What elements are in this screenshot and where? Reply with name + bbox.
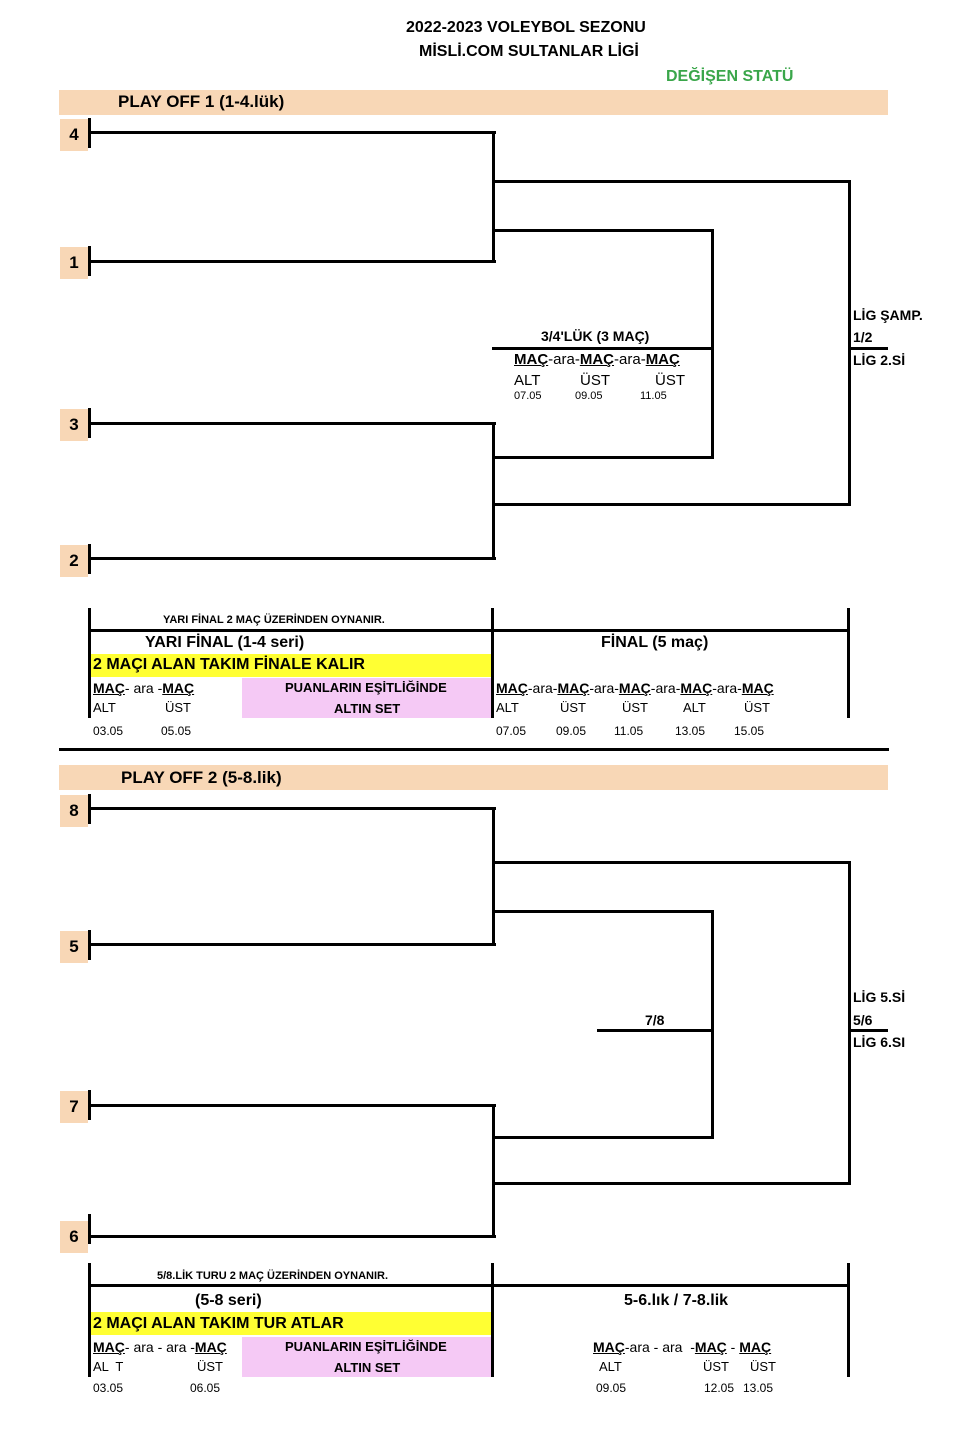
seed-8: 8 (60, 795, 88, 827)
semi-rule: 2 MAÇI ALAN TAKIM FİNALE KALIR (93, 656, 365, 673)
semi-date-2: 05.05 (161, 724, 192, 738)
placement-matches: MAÇ-ara - ara -MAÇ - MAÇ (593, 1339, 772, 1355)
final-venue-1: ALT (496, 700, 519, 715)
placement-title: 5-6.lık / 7-8.lik (624, 1292, 729, 1309)
final-venue-2: ÜST (560, 700, 586, 715)
seed-2: 2 (60, 545, 88, 577)
round-note: 5/8.LİK TURU 2 MAÇ ÜZERİNDEN OYNANIR. (157, 1270, 389, 1282)
round-tie-box (242, 1337, 491, 1377)
round-date-1: 03.05 (93, 1381, 124, 1395)
round-left-border (88, 1263, 91, 1377)
seed-5: 5 (60, 931, 88, 963)
round-title: (5-8 seri) (195, 1292, 262, 1309)
round-venue-1: AL T (93, 1359, 124, 1374)
third-place-venue-2: ÜST (580, 372, 610, 389)
outcome-runner-up: LİG 2.Sİ (853, 352, 906, 368)
round-tie-line-2: ALTIN SET (334, 1360, 401, 1375)
placement-date-3: 13.05 (743, 1381, 774, 1395)
round-mid-border (491, 1263, 494, 1377)
playoff2-banner (59, 765, 888, 790)
third-place-date-2: 09.05 (575, 390, 603, 402)
playoff2-title: PLAY OFF 2 (5-8.lik) (121, 768, 282, 787)
semi-matches: MAÇ- ara -MAÇ (93, 680, 195, 696)
title-line-1: 2022-2023 VOLEYBOL SEZONU (406, 19, 646, 36)
semi-mid-border (491, 608, 494, 718)
round-rule-highlight (91, 1312, 491, 1335)
placement-venue-2: ÜST (703, 1359, 729, 1374)
third-place-venue-3: ÜST (655, 372, 685, 389)
third-place-title: 3/4'LÜK (3 MAÇ) (541, 328, 650, 344)
final-date-4: 13.05 (675, 724, 706, 738)
semi-tie-line-1: PUANLARIN EŞİTLİĞİNDE (285, 680, 447, 695)
final-venue-4: ALT (683, 700, 706, 715)
third-place-matches: MAÇ-ara-MAÇ-ara-MAÇ (514, 351, 680, 368)
final-right-border (847, 608, 850, 718)
semi-date-1: 03.05 (93, 724, 124, 738)
seed-1: 1 (60, 247, 88, 279)
semi-tie-line-2: ALTIN SET (334, 701, 401, 716)
third-place-venue-1: ALT (514, 372, 541, 389)
final-matches: MAÇ-ara-MAÇ-ara-MAÇ-ara-MAÇ-ara-MAÇ (496, 680, 774, 696)
section-divider (59, 748, 889, 751)
outcome-1-2: 1/2 (853, 329, 873, 345)
semi-rule-highlight (91, 654, 491, 677)
seed-3: 3 (60, 409, 88, 441)
playoff1-banner (59, 90, 888, 115)
semi-tie-box (242, 678, 491, 718)
round-venue-2: ÜST (197, 1359, 223, 1374)
playoff1-title: PLAY OFF 1 (1-4.lük) (118, 92, 285, 111)
round-rule: 2 MAÇI ALAN TAKIM TUR ATLAR (93, 1315, 344, 1332)
outcome-champion: LİG ŞAMP. (853, 307, 923, 323)
seed-6: 6 (60, 1221, 88, 1253)
placement-date-1: 09.05 (596, 1381, 627, 1395)
semi-venue-2: ÜST (165, 700, 191, 715)
placement-date-2: 12.05 (704, 1381, 735, 1395)
third-place-date-3: 11.05 (640, 390, 667, 402)
semi-title: YARI FİNAL (1-4 seri) (145, 634, 305, 651)
outcome-fifth: LİG 5.Sİ (853, 989, 906, 1005)
final-date-3: 11.05 (614, 724, 644, 738)
seed-7: 7 (60, 1091, 88, 1123)
outcome-5-6: 5/6 (853, 1012, 873, 1028)
semi-venue-1: ALT (93, 700, 116, 715)
final-date-5: 15.05 (734, 724, 765, 738)
round-header-line (88, 1284, 850, 1287)
final-date-2: 09.05 (556, 724, 587, 738)
title-line-2: MİSLİ.COM SULTANLAR LİGİ (419, 43, 639, 60)
third-place-date-1: 07.05 (514, 390, 542, 402)
round-date-2: 06.05 (190, 1381, 221, 1395)
seventh-place-label: 7/8 (645, 1012, 665, 1028)
semi-note: YARI FİNAL 2 MAÇ ÜZERİNDEN OYNANIR. (163, 614, 385, 626)
placement-venue-1: ALT (599, 1359, 622, 1374)
round-matches: MAÇ- ara - ara -MAÇ (93, 1339, 227, 1355)
final-date-1: 07.05 (496, 724, 527, 738)
seed-4: 4 (60, 119, 88, 151)
status-label: DEĞİŞEN STATÜ (666, 68, 794, 85)
round-tie-line-1: PUANLARIN EŞİTLİĞİNDE (285, 1339, 447, 1354)
final-venue-5: ÜST (744, 700, 770, 715)
placement-venue-3: ÜST (750, 1359, 776, 1374)
semi-header-line (88, 629, 850, 632)
placement-right-border (847, 1263, 850, 1377)
final-title: FİNAL (5 maç) (601, 634, 709, 651)
semi-left-border (88, 608, 91, 718)
outcome-sixth: LİG 6.SI (853, 1034, 906, 1050)
final-venue-3: ÜST (622, 700, 648, 715)
